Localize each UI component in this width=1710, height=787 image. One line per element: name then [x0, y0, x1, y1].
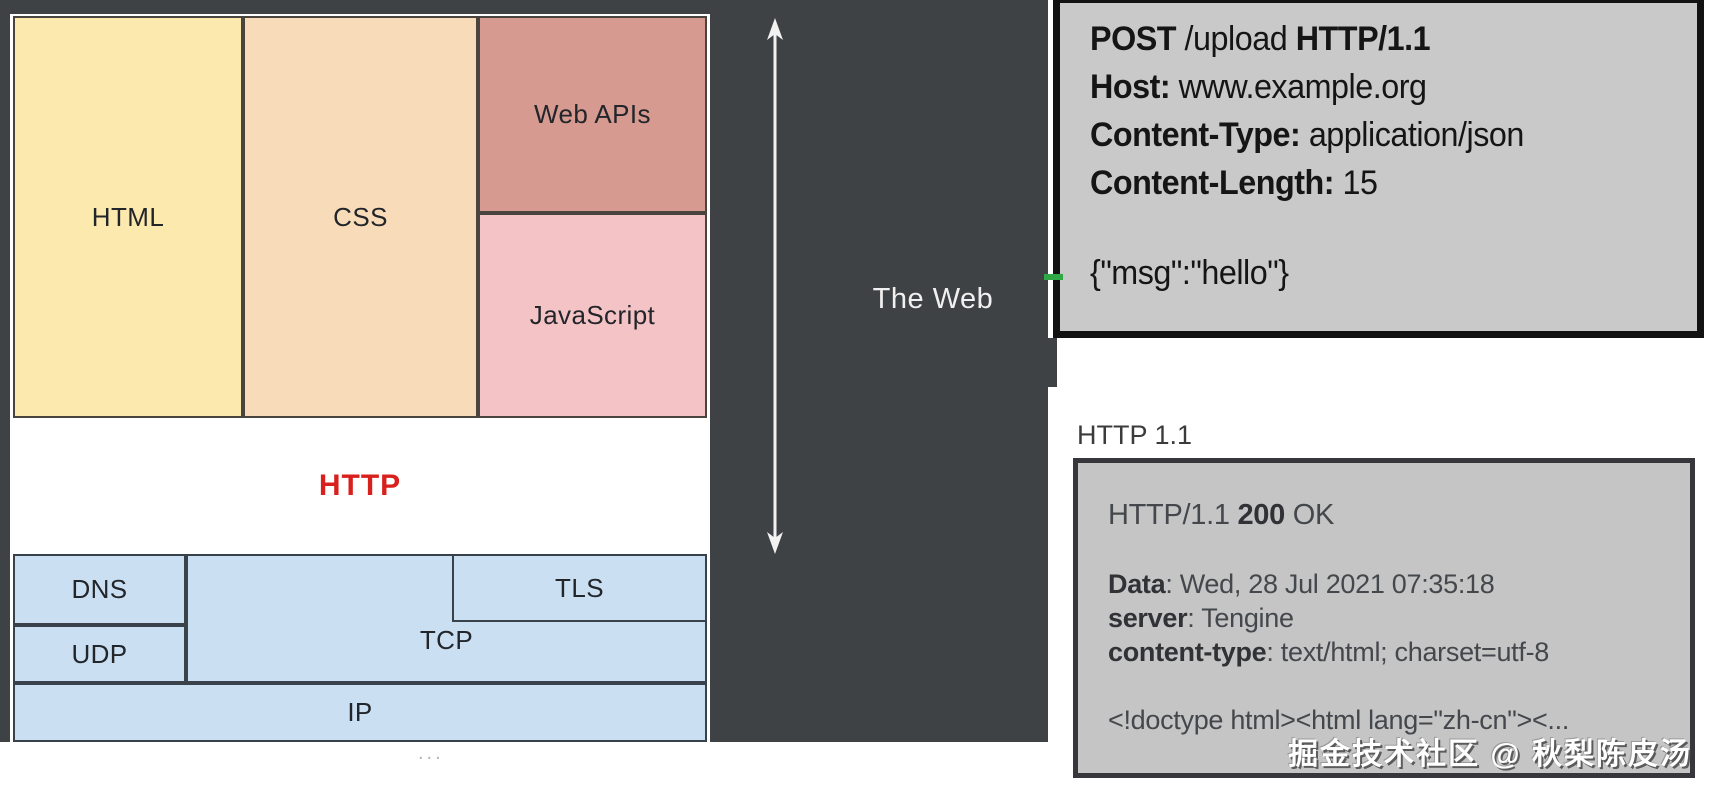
- request-version: HTTP/1.1: [1295, 20, 1431, 58]
- response-headers: Data: Wed, 28 Jul 2021 07:35:18 server: …: [1108, 567, 1549, 669]
- block-dns: DNS: [13, 554, 186, 625]
- http-request-text: POST /upload HTTP/1.1 Host: www.example.…: [1090, 15, 1524, 297]
- green-marker-icon: [1044, 274, 1063, 280]
- block-web-apis: Web APIs: [478, 16, 707, 213]
- request-header-line: Host: www.example.org: [1090, 68, 1427, 106]
- status-code: 200: [1237, 499, 1285, 531]
- request-header-line: Content-Length: 15: [1090, 164, 1378, 202]
- block-tcp-label: TCP: [419, 625, 474, 655]
- block-javascript-label: JavaScript: [529, 300, 656, 330]
- response-header-line: server: Tengine: [1108, 603, 1294, 633]
- response-body-preview: <!doctype html><html lang="zh-cn"><...: [1108, 705, 1570, 735]
- block-html: HTML: [13, 16, 243, 418]
- request-line-start: POST /upload HTTP/1.1: [1090, 15, 1524, 63]
- http-request-box: POST /upload HTTP/1.1 Host: www.example.…: [1053, 0, 1704, 338]
- block-css-label: CSS: [333, 201, 388, 232]
- block-web-apis-label: Web APIs: [534, 99, 651, 129]
- block-udp: UDP: [13, 625, 186, 683]
- response-header-line: content-type: text/html; charset=utf-8: [1108, 637, 1549, 667]
- vertical-double-arrow-icon: [760, 16, 790, 556]
- http-response-box: HTTP/1.1 200 OK Data: Wed, 28 Jul 2021 0…: [1073, 458, 1695, 778]
- response-header-line: Data: Wed, 28 Jul 2021 07:35:18: [1108, 569, 1495, 599]
- block-ip-label: IP: [347, 697, 373, 727]
- block-html-label: HTML: [91, 201, 165, 232]
- block-udp-label: UDP: [71, 638, 128, 669]
- request-path: /upload: [1176, 20, 1296, 58]
- block-tls-label: TLS: [555, 572, 604, 603]
- block-ip: IP: [13, 683, 707, 742]
- response-section-title: HTTP 1.1: [1077, 420, 1193, 450]
- block-http-label: HTTP: [318, 469, 402, 502]
- block-css: CSS: [243, 16, 478, 418]
- the-web-label: The Web: [872, 283, 994, 315]
- request-method: POST: [1090, 20, 1177, 58]
- block-tls: TLS: [452, 554, 707, 622]
- request-header-line: Content-Type: application/json: [1090, 116, 1524, 154]
- response-status-line: HTTP/1.1 200 OK: [1108, 499, 1335, 531]
- browser-panel-tab: [1048, 338, 1057, 387]
- block-http: HTTP: [13, 418, 707, 554]
- block-dns-label: DNS: [71, 574, 128, 604]
- block-javascript: JavaScript: [478, 213, 707, 418]
- request-body: {"msg":"hello"}: [1090, 254, 1289, 292]
- ellipsis-marks: ...: [418, 742, 444, 764]
- watermark: 掘金技术社区 @ 秋梨陈皮汤: [1288, 738, 1692, 771]
